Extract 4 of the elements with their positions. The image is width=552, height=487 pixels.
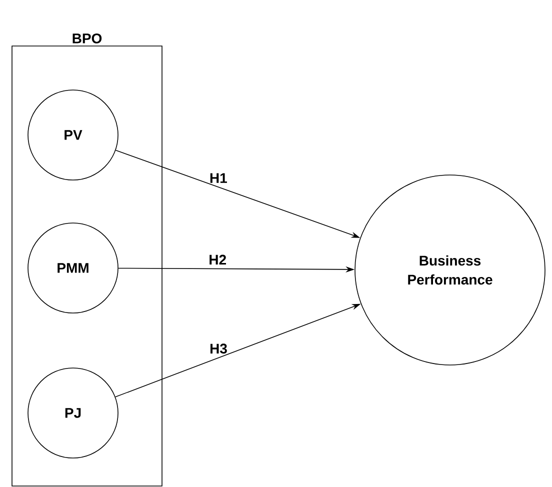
edge-label: H3 (210, 344, 227, 354)
edge-label: H1 (210, 173, 227, 183)
edge-label: H2 (210, 254, 226, 265)
node-label: BPO (72, 33, 102, 44)
